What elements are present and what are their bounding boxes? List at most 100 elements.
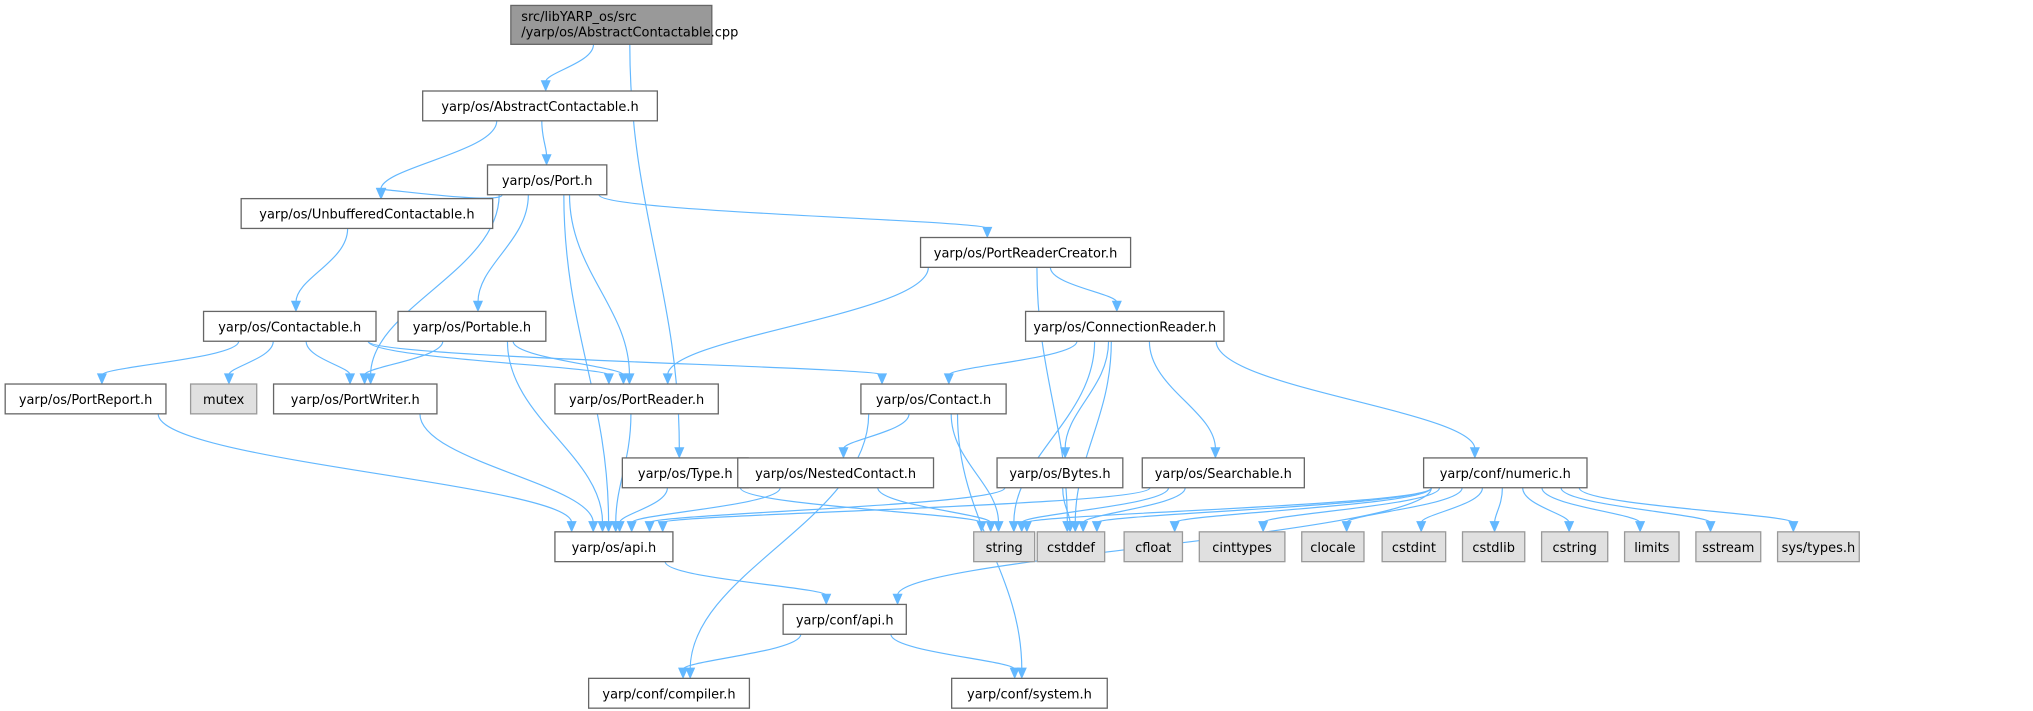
node-box [1198,531,1286,563]
node-label: clocale [1310,541,1355,556]
arrowhead-icon [359,373,370,385]
node-label: yarp/os/Searchable.h [1155,467,1292,482]
arrowhead-icon [1210,447,1221,459]
node-numeric[interactable]: yarp/conf/numeric.h [1422,457,1588,489]
node-confapi[interactable]: yarp/conf/api.h [782,603,907,635]
node-box [422,90,659,122]
arrowhead-icon [1469,447,1480,459]
arrowhead-icon [1341,521,1352,533]
node-label: cinttypes [1212,541,1272,556]
arrowhead-icon [618,373,629,385]
edge-numeric-to-cstring [1522,487,1570,524]
arrowhead-icon [1016,667,1027,680]
edge-root-to-abstract-contactable [545,44,595,83]
node-label: yarp/os/NestedContact.h [755,467,916,482]
node-box [621,457,749,489]
node-label: yarp/conf/numeric.h [1440,467,1571,482]
edge-contactable-to-port-reader [367,340,610,376]
edge-connection-reader-to-contact [948,340,1078,376]
node-nested-contact[interactable]: yarp/os/NestedContact.h [737,457,935,489]
node-box [1422,457,1588,489]
node-label: yarp/conf/compiler.h [602,687,735,702]
node-box [1776,531,1860,563]
edge-numeric-to-sstream [1560,487,1712,524]
arrowhead-icon [376,187,387,200]
arrowhead-icon [1788,521,1799,533]
node-label: cstdint [1392,541,1436,556]
node-cstddef: cstddef [1036,531,1106,563]
node-compiler[interactable]: yarp/conf/compiler.h [587,677,751,709]
node-label: limits [1634,541,1669,556]
edge-unbuffered-to-contactable [295,228,349,303]
node-box [272,383,438,415]
node-box [1623,531,1680,563]
node-box [1461,531,1526,563]
node-box [1540,531,1609,563]
arrowhead-icon [540,80,551,92]
node-box [1381,531,1447,563]
arrowhead-icon [838,447,849,459]
edge-numeric-to-cinttypes [1262,487,1441,524]
edge-connection-reader-to-string [1013,341,1096,523]
arrowhead-icon [1091,521,1102,533]
node-label: yarp/os/PortReaderCreator.h [934,247,1118,262]
node-port-reader-creator[interactable]: yarp/os/PortReaderCreator.h [919,236,1132,268]
node-box [951,677,1108,709]
nodes-layer: src/libYARP_os/src/yarp/os/AbstractConta… [4,4,1860,709]
node-cinttypes: cinttypes [1198,531,1286,563]
edge-contactable-to-mutex [228,341,274,376]
edge-type-to-osapi [619,487,668,524]
node-label: cfloat [1135,541,1171,556]
edge-contact-to-nested-contact [842,413,910,450]
edge-contactable-to-port-report [101,340,240,376]
node-box [554,531,674,563]
node-box [1024,310,1225,342]
arrowhead-icon [1021,521,1032,533]
node-port-report[interactable]: yarp/os/PortReport.h [4,383,167,415]
node-mutex: mutex [189,383,258,415]
node-contactable[interactable]: yarp/os/Contactable.h [202,310,377,342]
edge-portable-to-osapi [506,341,604,523]
arrowhead-icon [657,521,668,533]
node-label: yarp/conf/api.h [796,614,894,629]
node-unbuffered[interactable]: yarp/os/UnbufferedContactable.h [240,197,494,230]
node-box [737,457,935,489]
arrowhead-icon [1169,521,1180,533]
node-label: sstream [1702,541,1754,556]
node-type[interactable]: yarp/os/Type.h [621,457,749,489]
node-contact[interactable]: yarp/os/Contact.h [860,383,1007,415]
node-connection-reader[interactable]: yarp/os/ConnectionReader.h [1024,310,1225,342]
node-box [1123,531,1184,563]
node-label: yarp/os/ConnectionReader.h [1033,321,1216,336]
arrowhead-icon [678,667,689,680]
node-searchable[interactable]: yarp/os/Searchable.h [1141,457,1305,489]
node-portable[interactable]: yarp/os/Portable.h [397,310,547,342]
node-port[interactable]: yarp/os/Port.h [486,164,608,196]
edge-numeric-to-string [1026,487,1432,524]
node-abstract-contactable[interactable]: yarp/os/AbstractContactable.h [422,90,659,122]
node-label: yarp/os/UnbufferedContactable.h [259,208,474,223]
node-label: cstdlib [1472,541,1515,556]
edge-numeric-to-cfloat [1174,487,1432,524]
node-osapi[interactable]: yarp/os/api.h [554,531,674,563]
edge-port-to-osapi [563,194,610,523]
arrowhead-icon [982,226,993,239]
edge-searchable-to-osapi [662,487,1151,524]
node-sstream: sstream [1695,531,1762,563]
node-box [510,4,713,45]
arrowhead-icon [662,373,673,385]
node-port-reader[interactable]: yarp/os/PortReader.h [554,383,719,415]
node-box [202,310,377,342]
node-systypes: sys/types.h [1776,531,1860,563]
arrowhead-icon [1416,521,1427,533]
node-label: yarp/os/Portable.h [413,321,531,336]
node-port-writer[interactable]: yarp/os/PortWriter.h [272,383,438,415]
node-cstdlib: cstdlib [1461,531,1526,563]
node-bytes[interactable]: yarp/os/Bytes.h [996,457,1124,489]
node-label: mutex [203,393,245,408]
arrowhead-icon [614,521,625,533]
arrowhead-icon [603,373,614,385]
edge-connection-reader-to-numeric [1215,341,1476,449]
edge-port-writer-to-osapi [419,413,594,523]
node-system[interactable]: yarp/conf/system.h [951,677,1108,709]
